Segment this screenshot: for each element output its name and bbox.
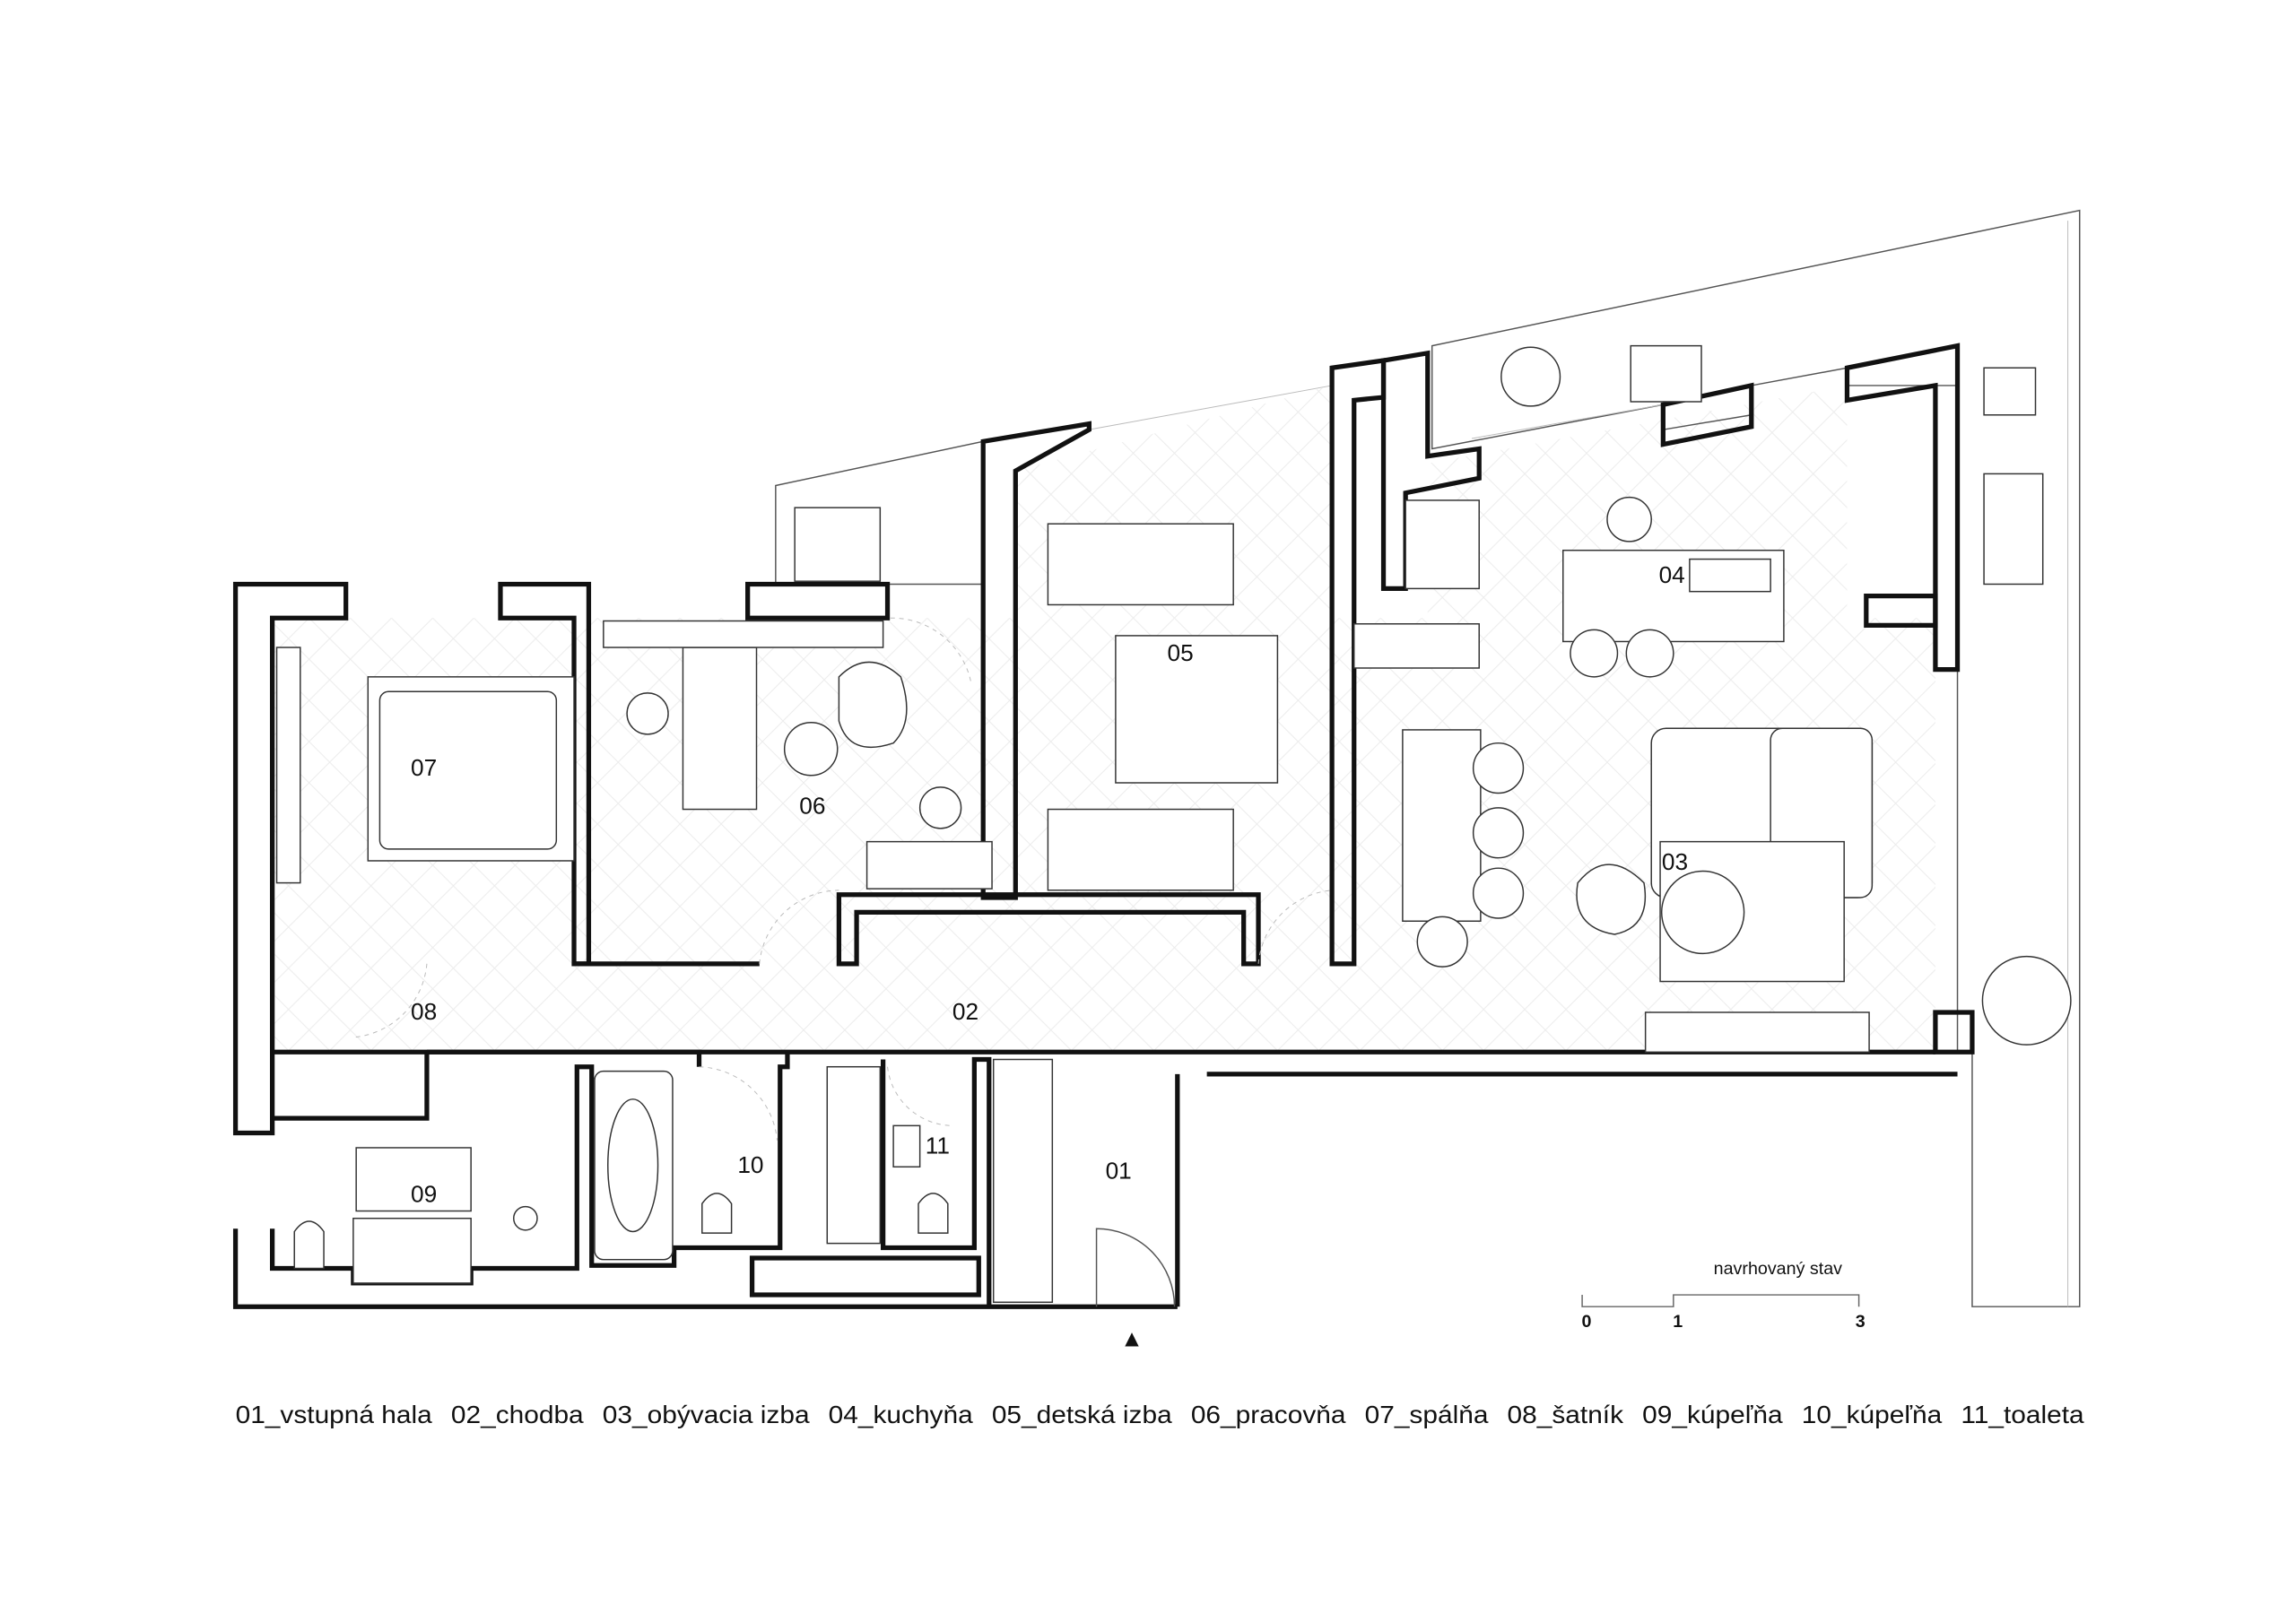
legend-item: 03_obývacia izba	[603, 1401, 810, 1428]
room-label-05: 05	[1168, 639, 1194, 666]
toilet-10	[701, 1193, 733, 1234]
room-label-06: 06	[799, 792, 825, 819]
scale-bar: navrhovaný stav 0 1 3	[1581, 1259, 1866, 1332]
sideboard	[865, 840, 993, 890]
legend-item: 01_vstupná hala	[236, 1401, 433, 1428]
room-label-03: 03	[1662, 848, 1688, 875]
legend-item: 09_kúpeľňa	[1642, 1401, 1783, 1428]
room-label-07: 07	[411, 754, 437, 781]
scale-tick-0: 0	[1582, 1312, 1592, 1332]
furniture	[275, 344, 2072, 1304]
wardrobe-entry	[992, 1058, 1054, 1304]
room-legend: 01_vstupná hala 02_chodba 03_obývacia izba…	[236, 1401, 2085, 1428]
doors	[352, 617, 1333, 1307]
toilet-11	[918, 1193, 949, 1234]
toilet-09	[293, 1220, 325, 1270]
scale-tick-3: 3	[1856, 1312, 1866, 1332]
dining-table	[1402, 729, 1482, 922]
legend-item: 02_chodba	[451, 1401, 584, 1428]
legend-item: 04_kuchyňa	[829, 1401, 974, 1428]
kitchen-counter	[1352, 623, 1480, 669]
legend-item: 07_spálňa	[1365, 1401, 1489, 1428]
room-label-08: 08	[411, 998, 437, 1025]
room-label-01: 01	[1106, 1157, 1132, 1184]
kids-bed-1	[1047, 523, 1234, 606]
legend-item: 10_kúpeľňa	[1802, 1401, 1943, 1428]
kids-bed-2	[1047, 808, 1234, 891]
room-label-11: 11	[926, 1133, 950, 1159]
desk	[682, 647, 758, 811]
legend-item: 08_šatník	[1508, 1401, 1624, 1428]
room-label-02: 02	[952, 998, 978, 1025]
room-label-09: 09	[411, 1181, 437, 1208]
legend-item: 05_detská izba	[992, 1401, 1172, 1428]
bath-mat	[355, 1147, 472, 1212]
scale-title: navrhovaný stav	[1714, 1259, 1843, 1279]
entrance-arrow-icon: ▲	[1120, 1324, 1144, 1351]
bookshelf	[603, 620, 884, 648]
legend-item: 06_pracovňa	[1191, 1401, 1346, 1428]
rug	[1115, 635, 1279, 784]
room-label-04: 04	[1659, 561, 1685, 588]
walls	[232, 343, 1975, 1309]
room-labels: 01 02 03 04 05 06 07 08 09 10 11	[411, 561, 1688, 1208]
room-label-10: 10	[737, 1151, 763, 1178]
scale-tick-1: 1	[1673, 1312, 1683, 1332]
legend-item: 11_toaleta	[1961, 1401, 2084, 1428]
shelf	[275, 647, 301, 884]
